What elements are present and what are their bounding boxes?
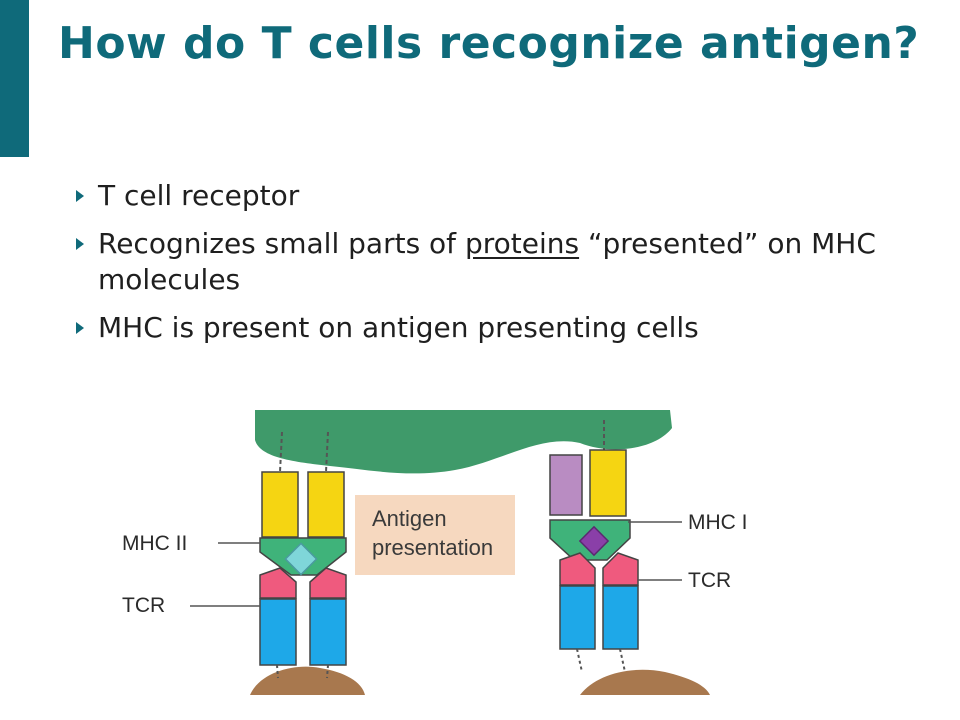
tcr-right-beta-c — [603, 586, 638, 649]
bullet-arrow-icon — [76, 190, 84, 202]
bullet-text-prefix: Recognizes small parts of — [98, 227, 465, 260]
accent-bar — [0, 0, 29, 157]
mhc2-beta-domain — [308, 472, 344, 537]
bullet-text: MHC is present on antigen presenting cel… — [98, 311, 699, 344]
mhc1-beta2m-domain — [550, 455, 582, 515]
bullet-item: Recognizes small parts of proteins “pres… — [76, 226, 926, 298]
label-mhc1: MHC I — [688, 511, 748, 534]
t-cell-membrane-right — [580, 670, 710, 695]
tcr-right-alpha-c — [560, 586, 595, 649]
mhc2-alpha-domain — [262, 472, 298, 537]
t-cell-membrane-left — [250, 667, 365, 695]
box-label-line2: presentation — [372, 535, 493, 560]
bullet-text: T cell receptor — [98, 179, 299, 212]
mhc2-complex — [260, 432, 346, 678]
tcr-left-alpha-c — [260, 599, 296, 665]
bullet-arrow-icon — [76, 322, 84, 334]
label-tcr-right: TCR — [688, 569, 731, 592]
label-tcr-left: TCR — [122, 594, 165, 617]
tcr-left-beta-c — [310, 599, 346, 665]
box-label-line1: Antigen — [372, 506, 447, 531]
bullet-emphasis: proteins — [465, 227, 579, 260]
bullet-item: MHC is present on antigen presenting cel… — [76, 310, 926, 346]
bullet-arrow-icon — [76, 238, 84, 250]
bullet-item: T cell receptor — [76, 178, 926, 214]
mhc1-complex — [550, 420, 638, 672]
antigen-presentation-diagram: Antigen presentation MHC II TCR — [110, 410, 800, 695]
bullet-list: T cell receptor Recognizes small parts o… — [76, 178, 926, 358]
label-mhc2: MHC II — [122, 532, 187, 555]
diagram-svg: Antigen presentation MHC II TCR — [110, 410, 800, 695]
slide-title: How do T cells recognize antigen? — [58, 18, 938, 70]
mhc1-alpha-domain — [590, 450, 626, 516]
